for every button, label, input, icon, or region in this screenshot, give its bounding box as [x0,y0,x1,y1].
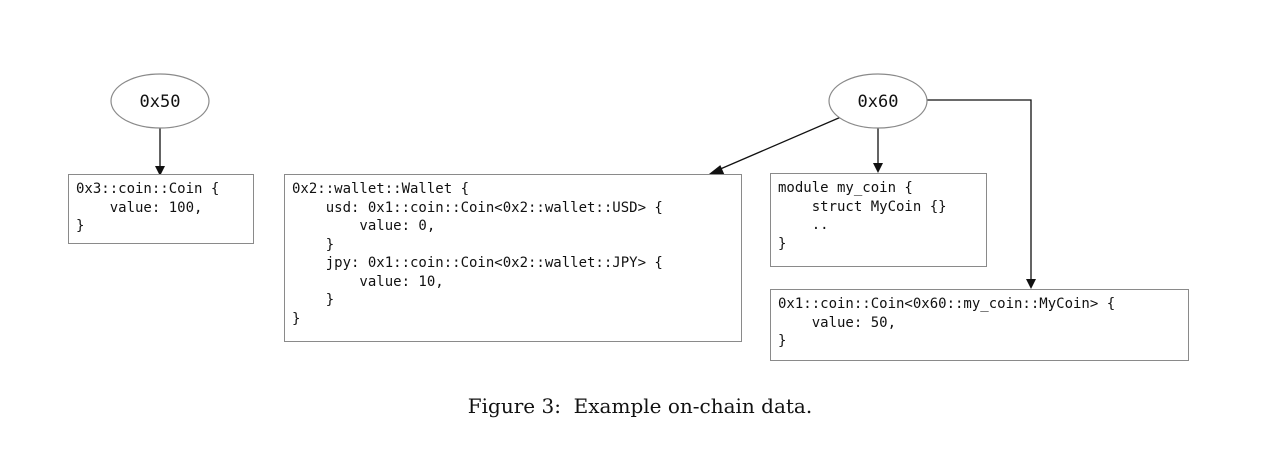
module-box-my-coin: module my_coin { struct MyCoin {} .. } [770,173,987,267]
edge-0x60-to-module [873,128,883,173]
address-node-0x60: 0x60 [828,73,928,129]
resource-code: 0x2::wallet::Wallet { usd: 0x1::coin::Co… [292,181,663,327]
edge-0x60-to-wallet [709,116,842,175]
address-node-0x50: 0x50 [110,73,210,129]
resource-code: 0x3::coin::Coin { value: 100, } [76,181,220,234]
module-code: module my_coin { struct MyCoin {} .. } [778,180,947,252]
edge-0x50-to-coin [155,127,165,176]
resource-box-wallet: 0x2::wallet::Wallet { usd: 0x1::coin::Co… [284,174,742,342]
resource-code: 0x1::coin::Coin<0x60::my_coin::MyCoin> {… [778,296,1116,349]
address-node-label: 0x60 [858,92,899,112]
address-node-label: 0x50 [140,92,181,112]
edge-0x60-to-mycoin [927,99,1036,289]
figure-caption: Figure 3: Example on-chain data. [467,394,813,418]
resource-box-coin: 0x3::coin::Coin { value: 100, } [68,174,254,244]
resource-box-mycoin: 0x1::coin::Coin<0x60::my_coin::MyCoin> {… [770,289,1189,361]
